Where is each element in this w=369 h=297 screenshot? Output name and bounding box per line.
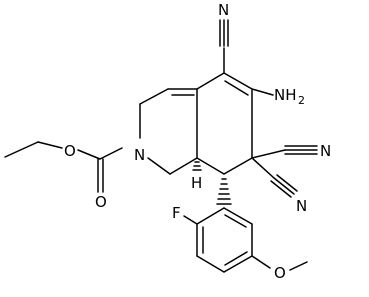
atom-label-carbonyl-oxygen: O [95,193,107,211]
atom-label-ring-nitrogen: N [134,146,145,164]
atom-label-nitrile-lower: N [296,197,307,215]
atom-label-nitrile-top: N [218,1,229,19]
bond-ester-o-carbonyl [77,149,101,160]
bond-c5-c6 [223,72,253,90]
bond-c8-c8a [196,157,225,175]
bond-ar-c6-c1 [223,207,253,225]
bond-c7-cn-right [251,149,286,159]
bond-ethyl-ch2-o [37,141,63,149]
bond-ar-c6-c1-inner [224,214,247,228]
atom-label-amine: NH [274,86,297,104]
bond-ar-c4-c5-inner [224,251,248,266]
bond-ar-c3-c4 [196,255,225,273]
bond-ar-c1-c2 [196,207,225,225]
bond-c7-cn-lower [251,157,275,179]
bond-cn-lower-3 [276,174,298,192]
atom-label-fluorine: F [172,204,181,222]
bond-ar-c4-c5 [223,255,253,273]
bond-ar-o [251,255,271,269]
bonds [4,19,318,273]
bond-c5-c6-inner [224,80,249,96]
bond-c1-c8a [169,157,198,175]
bond-n-c1 [147,157,171,175]
bond-cn-lower-2 [273,177,295,195]
bond-o-ch3 [289,261,308,271]
bond-c6-nh2 [251,88,274,96]
atom-labels: N NH 2 N N N O O H F O [64,1,331,282]
bond-c4a-c5 [196,72,225,90]
bond-carbonyl-n [99,147,123,160]
bond-c7-c8 [223,157,253,175]
atom-label-stereo-hydrogen: H [191,174,202,192]
atom-label-ester-oxygen: O [64,142,76,160]
bond-ethyl-ch3-ch2 [4,141,39,158]
bond-ar-f [183,215,198,225]
bond-cn-lower-1 [270,180,292,198]
atom-label-nitrile-right: N [320,142,331,160]
atom-label-methoxy-oxygen: O [274,264,286,282]
bond-c3-c4 [139,88,169,105]
atom-label-amine-subscript: 2 [298,94,305,107]
